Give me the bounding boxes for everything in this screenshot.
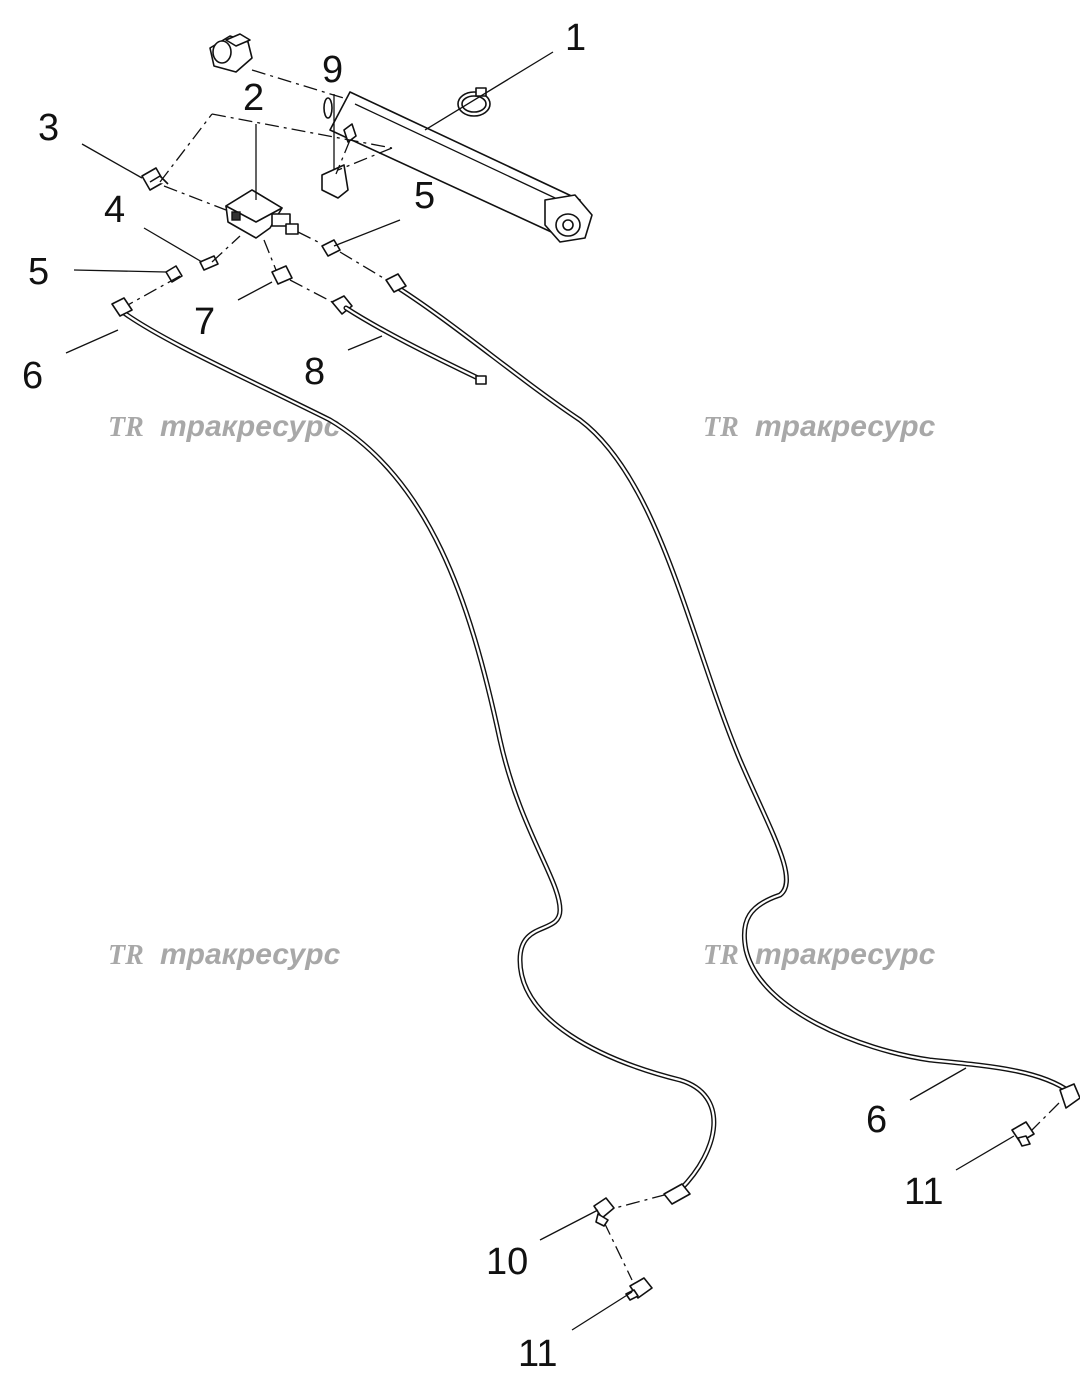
part-5-fitting-right	[321, 239, 341, 257]
callout-1: 1	[565, 17, 586, 59]
part-7-adapter	[271, 265, 293, 285]
watermark-text: тракресурс	[755, 410, 936, 443]
part-1-hose-clamp	[457, 87, 491, 117]
callout-9: 9	[322, 49, 343, 91]
watermark-bottom-right: TR тракресурс	[703, 938, 936, 971]
callout-4: 4	[104, 189, 125, 231]
part-8-short-hose	[331, 295, 487, 385]
part-5-fitting-left	[165, 265, 183, 283]
watermark-text: тракресурс	[160, 410, 341, 443]
callout-6-bottom: 6	[866, 1099, 887, 1141]
part-9-bracket	[321, 97, 357, 199]
callout-7: 7	[194, 301, 215, 343]
part-11-tee-fitting-bottom	[625, 1277, 653, 1301]
part-6-long-hose-left	[111, 297, 717, 1205]
callout-6-top: 6	[22, 355, 43, 397]
callout-11-right: 11	[904, 1171, 943, 1213]
hydraulic-cylinder	[209, 33, 593, 243]
part-4-bolt	[199, 255, 219, 271]
part-10-elbow-fitting	[593, 1197, 615, 1227]
part-3-fitting	[141, 167, 169, 191]
watermark-top-left: TR тракресурс	[108, 410, 341, 443]
callout-2: 2	[243, 77, 264, 119]
callout-5-right: 5	[414, 175, 435, 217]
watermark-text: тракресурс	[160, 938, 341, 971]
callout-labels: 1 2 3 4 5 5 6 6 7 8 9 10 11 11	[22, 17, 943, 1375]
watermark-logo: TR	[703, 412, 739, 443]
part-6-long-hose-right	[385, 273, 1080, 1109]
watermark-logo: TR	[108, 412, 144, 443]
assembly-lines	[125, 113, 1065, 1281]
callout-8: 8	[304, 351, 325, 393]
watermark-logo: TR	[108, 940, 144, 971]
watermark-logo: TR	[703, 940, 739, 971]
part-2-valve-block	[225, 189, 299, 239]
watermark-top-right: TR тракресурс	[703, 410, 936, 443]
watermark-bottom-left: TR тракресурс	[108, 938, 341, 971]
part-11-tee-fitting-right	[1011, 1121, 1035, 1147]
callout-10: 10	[486, 1241, 528, 1283]
callout-5-left: 5	[28, 251, 49, 293]
watermark-text: тракресурс	[755, 938, 936, 971]
callout-3: 3	[38, 107, 59, 149]
callout-11-bottom: 11	[518, 1333, 557, 1375]
leader-lines	[65, 51, 1015, 1331]
